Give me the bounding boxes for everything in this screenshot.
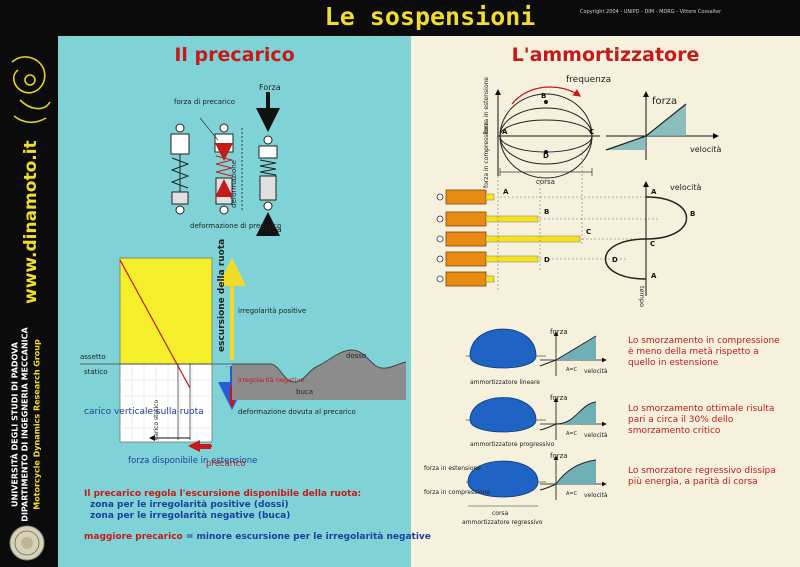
label-forza-bottom: Forza — [260, 225, 282, 234]
case-progressive-forza: forza — [550, 394, 568, 402]
sidebar — [0, 36, 58, 567]
point-b-vt: B — [690, 210, 695, 218]
left-notes: Il precarico regola l'escursione disponi… — [84, 489, 404, 522]
label-forza-di-precarico: forza di precarico — [174, 98, 235, 106]
case-regressive-forza-compressione: forza in compressione — [424, 489, 490, 496]
label-deformazione-di-precarico: deformazione di precarico — [190, 222, 281, 230]
case-progressive-text: Lo smorzamento ottimale risulta pari a c… — [628, 404, 775, 436]
velocity-time-plot — [604, 181, 688, 296]
case-linear-ac: A=C — [566, 367, 578, 373]
label-forza-disponibile: forza disponibile in estensione — [128, 456, 257, 466]
note-line-2: zona per le irregolarità positive (dossi… — [90, 500, 289, 510]
label-escursione: escursione della ruota — [217, 239, 227, 352]
label-frequenza: frequenza — [566, 75, 611, 85]
point-c-piston: C — [586, 228, 591, 236]
label-tempo: tempo — [638, 286, 646, 307]
case-progressive-velocita: velocità — [584, 432, 608, 439]
case-regressive-text: Lo smorzatore regressivo dissipa più ene… — [628, 466, 776, 487]
case-regressive-corsa: corsa — [492, 510, 509, 517]
point-c-vt: C — [650, 240, 655, 248]
label-velocita-vt: velocità — [670, 183, 702, 192]
point-b-piston: B — [544, 208, 549, 216]
left-panel-title: Il precarico — [174, 44, 295, 66]
case-linear-forza: forza — [550, 328, 568, 336]
point-a-top: A — [502, 128, 508, 136]
label-precarico: precarico — [206, 459, 246, 469]
damper-cycle-diagram — [495, 86, 600, 179]
label-irregolarita-negative: irregolarità negative — [238, 376, 304, 384]
label-buca: buca — [296, 388, 313, 396]
note-line-3: zona per le irregolarità negative (buca) — [90, 511, 291, 521]
point-d-piston: D — [544, 256, 550, 264]
label-statico: statico — [84, 368, 108, 376]
case-progressive-diagram — [466, 397, 607, 440]
note-minore-escursione: = minore escursione per le irregolarità … — [185, 532, 431, 542]
case-regressive-forza-estensione: forza in estensione — [424, 465, 481, 472]
preload-diagram — [80, 257, 232, 452]
piston-positions — [436, 150, 660, 290]
left-panel — [58, 36, 411, 567]
point-a-piston: A — [503, 188, 509, 196]
copyright-text: Copyright 2004 - UNIPD - DIM - MDRG - Vi… — [580, 9, 722, 15]
shock-free — [170, 123, 190, 215]
point-a-vt: A — [651, 188, 657, 196]
motorcycle-logo-icon — [11, 56, 51, 124]
label-deformazione-precarico: deformazione dovuta al precarico — [238, 408, 356, 416]
label-assetto: assetto — [80, 353, 106, 361]
shock-compressed — [258, 135, 278, 211]
case-linear-text: Lo smorzamento in compressione è meno de… — [628, 336, 780, 368]
case-progressive-caption: ammortizzatore progressivo — [470, 441, 555, 448]
label-corsa-top: corsa — [536, 178, 555, 186]
case-linear-diagram — [466, 328, 607, 376]
case-linear-velocita: velocità — [584, 368, 608, 375]
point-b-top: B — [541, 92, 546, 100]
case-linear-caption: ammortizzatore lineare — [470, 379, 540, 386]
label-forza-plot: forza — [652, 96, 677, 107]
road-profile — [232, 350, 406, 400]
case-progressive-ac: A=C — [566, 431, 578, 437]
force-velocity-plot — [605, 91, 719, 160]
right-panel-title: L'ammortizzatore — [511, 44, 700, 66]
label-forza-in-estensione: forza in estensione — [483, 77, 490, 134]
label-deformazione: deformazione — [230, 160, 238, 208]
shock-absorber-diagram — [170, 92, 280, 236]
case-regressive-velocita: velocità — [584, 492, 608, 499]
case-regressive-forza: forza — [550, 452, 568, 460]
case-regressive-ac: A=C — [566, 491, 578, 497]
label-irregolarita-positive: irregolarità positive — [238, 307, 306, 315]
header-bar — [0, 0, 800, 36]
label-carico-verticale: carico verticale sulla ruota — [84, 407, 204, 417]
case-regressive-caption: ammortizzatore regressivo — [462, 519, 543, 526]
label-velocita-plot: velocità — [690, 145, 722, 154]
case-regressive-diagram — [466, 455, 607, 507]
label-forza-in-compressione: forza in compressione — [483, 122, 490, 188]
university-seal-icon — [9, 525, 45, 561]
note-line-4: maggiore precarico = minore escursione p… — [84, 532, 431, 542]
label-dosso: dosso — [346, 352, 366, 360]
poster-title: Le sospensioni — [324, 2, 536, 31]
label-carico-statico: carico statico — [153, 400, 160, 440]
point-c-top: C — [589, 128, 594, 136]
point-d-top: D — [543, 152, 549, 160]
note-line-1: Il precarico regola l'escursione disponi… — [84, 489, 362, 499]
note-maggiore-precarico: maggiore precarico — [84, 532, 183, 542]
label-forza-top: Forza — [259, 83, 281, 92]
point-a-vt-bottom: A — [651, 272, 657, 280]
point-d-vt: D — [612, 256, 618, 264]
